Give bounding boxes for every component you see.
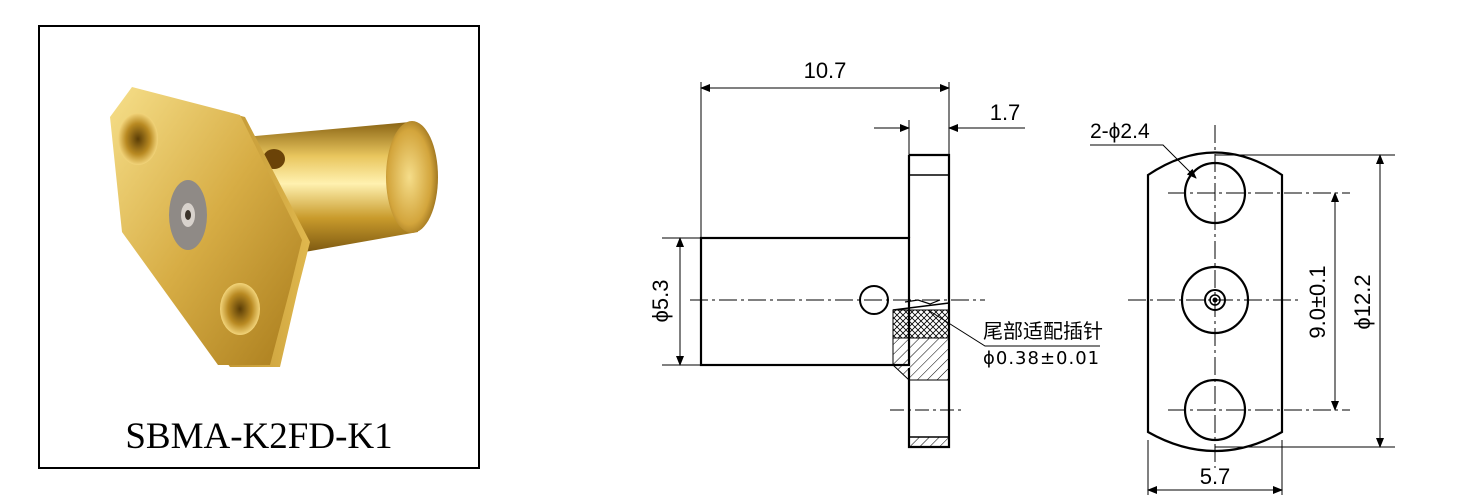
connector-photo	[110, 87, 438, 367]
pin-note-diameter: ϕ0.38±0.01	[983, 348, 1100, 369]
front-flange-outline	[1146, 151, 1284, 452]
dim-flange-width: 5.7	[1200, 464, 1231, 489]
dim-hole-spacing: 9.0±0.1	[1305, 265, 1330, 338]
barrel-end	[386, 121, 438, 233]
body-cylinder-outline	[699, 236, 911, 367]
product-photo-panel: SBMA-K2FD-K1	[38, 25, 480, 469]
front-view	[1090, 125, 1395, 495]
model-number-label: SBMA-K2FD-K1	[125, 416, 393, 457]
mount-hole-bottom	[220, 283, 260, 335]
insulator-section	[892, 309, 950, 339]
dim-mount-holes: 2-ϕ2.4	[1090, 120, 1150, 143]
pin-note-title: 尾部适配插针	[983, 319, 1103, 343]
dim-overall-length: 10.7	[804, 58, 847, 83]
mount-hole-leader	[1090, 144, 1197, 179]
side-view	[662, 82, 1100, 449]
dim-flange-height: ϕ12.2	[1350, 274, 1375, 329]
dim-flange-thickness: 1.7	[990, 100, 1021, 125]
dim-body-diameter: ϕ5.3	[648, 280, 673, 323]
mount-hole-top	[118, 113, 158, 165]
pin-note-leader	[927, 309, 1100, 347]
